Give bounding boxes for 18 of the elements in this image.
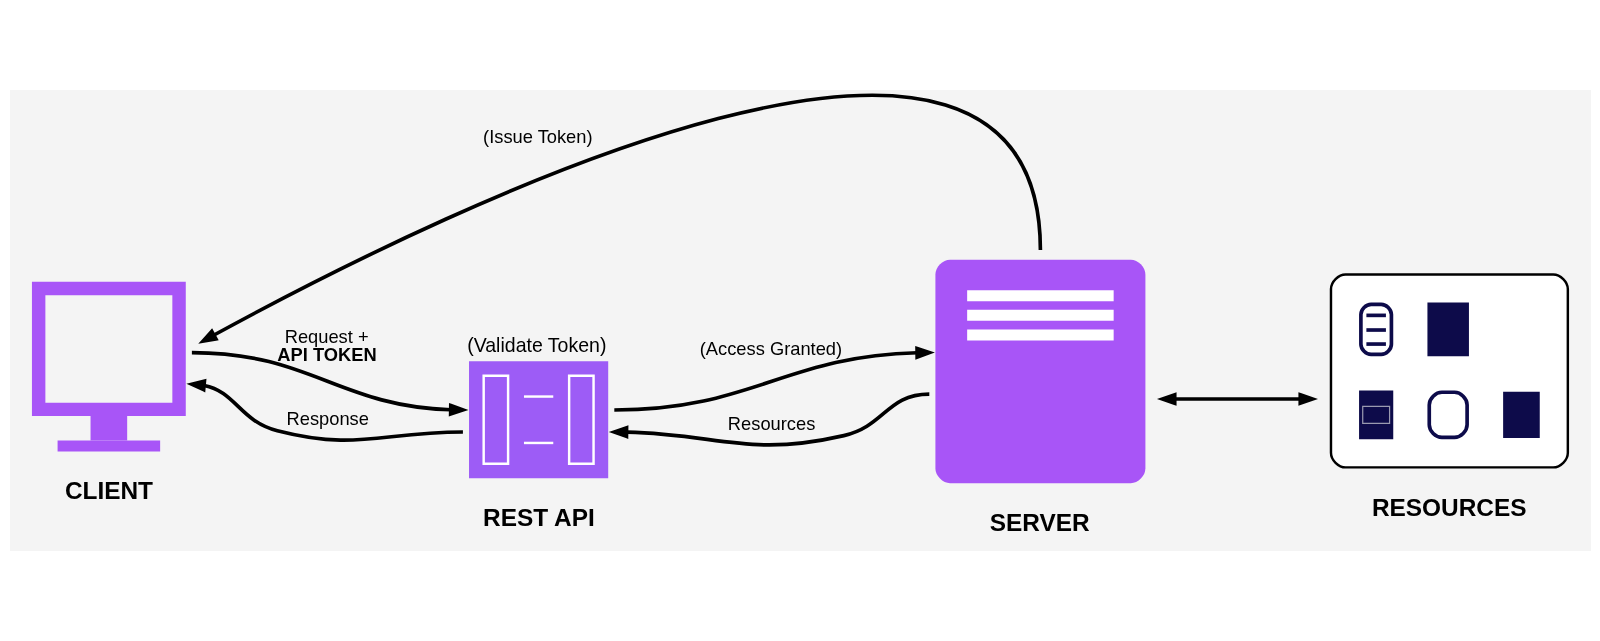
arrow (197, 93, 1042, 344)
node-label: (Validate Token) (466, 334, 606, 357)
arrow (191, 350, 468, 417)
edge-label: Request + API TOKEN (276, 325, 377, 366)
node-label: SERVER (989, 508, 1090, 536)
arrow (613, 345, 935, 412)
node-label: REST API (482, 503, 595, 531)
node-label: RESOURCES (1371, 494, 1526, 522)
node-box (468, 361, 608, 479)
edge-label: (Access Granted) (699, 338, 842, 360)
edge-label: (Issue Token) (482, 125, 593, 147)
arrow (608, 392, 929, 447)
node-label: CLIENT (64, 477, 153, 505)
edge-label: Response (286, 407, 369, 429)
edge-label: Resources (727, 412, 815, 434)
arrow (185, 378, 463, 442)
node-box (934, 259, 1145, 484)
arrow (1156, 392, 1318, 406)
